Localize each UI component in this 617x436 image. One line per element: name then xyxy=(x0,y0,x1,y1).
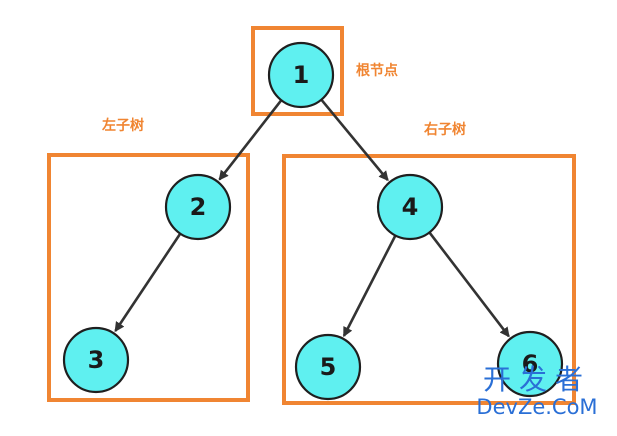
tree-node-6: 6 xyxy=(496,330,564,398)
node-label-2: 2 xyxy=(190,193,207,221)
node-label-3: 3 xyxy=(88,346,105,374)
edge-1-2 xyxy=(218,99,283,181)
watermark-domain: DevZe.CoM xyxy=(476,395,598,419)
node-circle-6 xyxy=(496,330,564,398)
edge-1-4 xyxy=(320,98,389,182)
right-subtree-box xyxy=(282,154,576,405)
right-subtree-label: 右子树 xyxy=(424,122,466,138)
tree-node-3: 3 xyxy=(62,326,130,394)
node-label-4: 4 xyxy=(402,193,419,221)
watermark-chinese: 开发者 xyxy=(482,363,591,396)
tree-node-4: 4 xyxy=(376,173,444,241)
tree-node-1: 1 xyxy=(267,41,335,109)
node-circle-2 xyxy=(164,173,232,241)
left-subtree-label: 左子树 xyxy=(102,118,144,134)
node-label-6: 6 xyxy=(522,350,539,378)
root-node-label: 根节点 xyxy=(356,63,398,79)
node-circle-3 xyxy=(62,326,130,394)
node-label-1: 1 xyxy=(293,61,310,89)
root-highlight-box xyxy=(251,26,344,116)
edge-4-5 xyxy=(342,234,397,338)
watermark: 开发者 DevZe.CoM xyxy=(462,366,612,418)
edge-2-3 xyxy=(114,232,182,333)
node-circle-4 xyxy=(376,173,444,241)
edge-4-6 xyxy=(428,231,510,338)
tree-node-5: 5 xyxy=(294,333,362,401)
node-circle-5 xyxy=(294,333,362,401)
node-circle-1 xyxy=(267,41,335,109)
left-subtree-box xyxy=(47,153,250,402)
node-label-5: 5 xyxy=(320,353,337,381)
tree-node-2: 2 xyxy=(164,173,232,241)
